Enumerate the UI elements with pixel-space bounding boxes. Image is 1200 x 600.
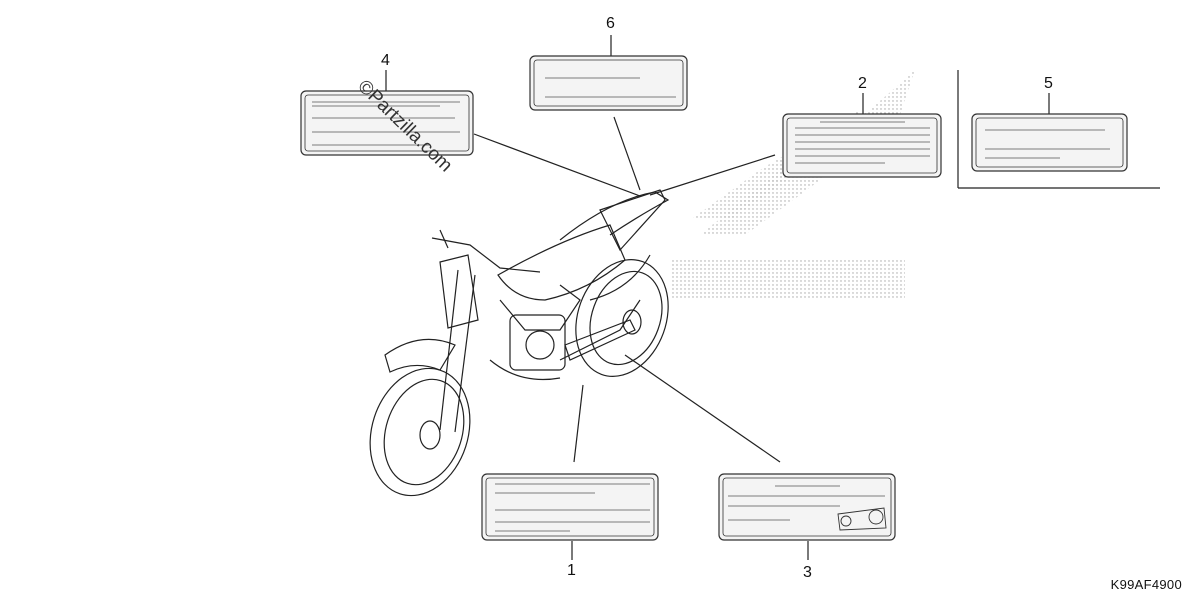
document-code: K99AF4900 bbox=[1110, 577, 1182, 592]
label-1 bbox=[481, 473, 659, 541]
callout-1: 1 bbox=[567, 562, 576, 579]
label-3 bbox=[718, 473, 896, 541]
callout-5: 5 bbox=[1044, 75, 1053, 92]
label-6 bbox=[529, 55, 688, 111]
honda-logo-background bbox=[670, 70, 915, 298]
label-2 bbox=[782, 113, 942, 178]
callout-3: 3 bbox=[803, 564, 812, 581]
motorcycle-illustration bbox=[369, 189, 670, 497]
label-4 bbox=[300, 90, 474, 156]
callout-6: 6 bbox=[606, 15, 615, 32]
callout-2: 2 bbox=[858, 75, 867, 92]
label-5 bbox=[971, 113, 1128, 172]
callout-4: 4 bbox=[381, 52, 390, 69]
section-divider bbox=[957, 70, 1160, 189]
chain-diagram-icon bbox=[837, 507, 887, 531]
leader-lines bbox=[385, 35, 1050, 560]
